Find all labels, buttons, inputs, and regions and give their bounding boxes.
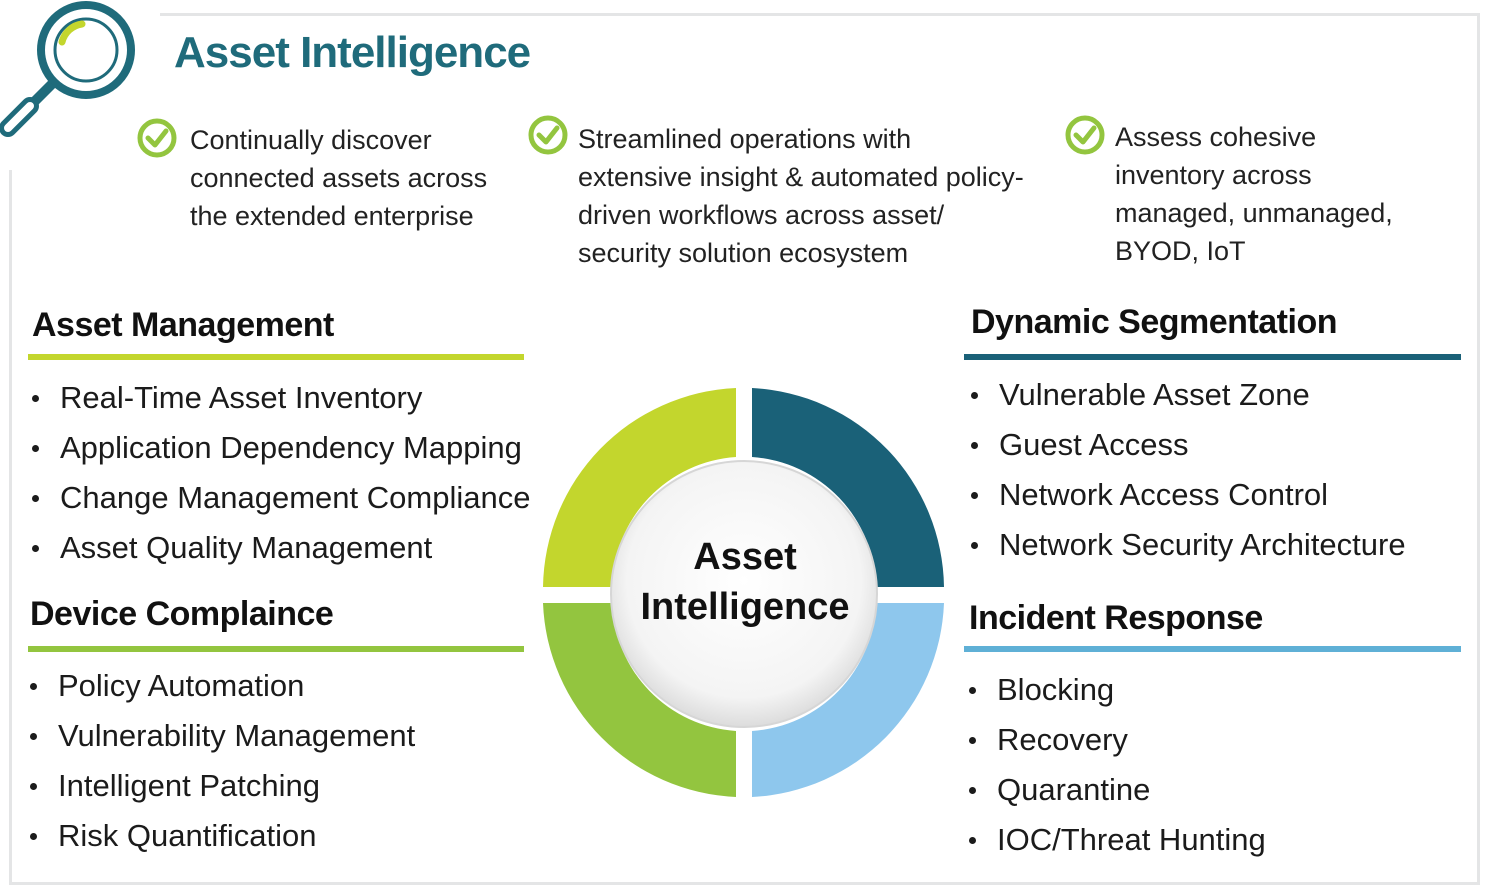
dynamic-segmentation-list: Vulnerable Asset Zone Guest Access Netwo… <box>967 370 1406 570</box>
page-title: Asset Intelligence <box>174 28 531 77</box>
highlight-streamlined: Streamlined operations with extensive in… <box>578 124 1024 268</box>
incident-response-rule <box>964 646 1461 652</box>
list-item: Intelligent Patching <box>26 761 415 811</box>
dynamic-segmentation-rule <box>964 354 1461 360</box>
check-circle-icon <box>527 114 569 156</box>
list-item: Vulnerability Management <box>26 711 415 761</box>
check-circle-icon <box>136 117 178 159</box>
device-compliance-list: Policy Automation Vulnerability Manageme… <box>26 661 415 861</box>
asset-management-rule <box>28 354 524 360</box>
device-compliance-heading: Device Complaince <box>30 595 334 633</box>
list-item: Change Management Compliance <box>28 473 530 523</box>
wheel-center-label: Asset Intelligence <box>640 536 850 628</box>
highlight-discover: Continually discover connected assets ac… <box>190 125 488 231</box>
wheel-segment-bottom-right <box>752 603 944 797</box>
list-item: IOC/Threat Hunting <box>965 815 1266 865</box>
wheel-segment-top-left <box>543 388 736 587</box>
asset-management-heading: Asset Management <box>32 306 334 344</box>
list-item: Guest Access <box>967 420 1406 470</box>
dynamic-segmentation-heading: Dynamic Segmentation <box>971 303 1337 341</box>
asset-intelligence-wheel <box>540 385 950 800</box>
list-item: Quarantine <box>965 765 1266 815</box>
list-item: Asset Quality Management <box>28 523 530 573</box>
list-item: Network Security Architecture <box>967 520 1406 570</box>
highlight-inventory: Assess cohesive inventory across managed… <box>1115 122 1393 266</box>
wheel-segment-bottom-left <box>543 603 736 797</box>
list-item: Recovery <box>965 715 1266 765</box>
list-item: Network Access Control <box>967 470 1406 520</box>
device-compliance-rule <box>28 646 524 652</box>
incident-response-list: Blocking Recovery Quarantine IOC/Threat … <box>965 665 1266 865</box>
wheel-segment-top-right <box>752 388 944 587</box>
check-circle-icon <box>1064 114 1106 156</box>
magnifier-icon <box>0 0 160 170</box>
list-item: Vulnerable Asset Zone <box>967 370 1406 420</box>
list-item: Blocking <box>965 665 1266 715</box>
asset-management-list: Real-Time Asset Inventory Application De… <box>28 373 530 573</box>
list-item: Application Dependency Mapping <box>28 423 530 473</box>
list-item: Policy Automation <box>26 661 415 711</box>
diagram-frame <box>9 13 1480 885</box>
incident-response-heading: Incident Response <box>969 599 1263 637</box>
list-item: Risk Quantification <box>26 811 415 861</box>
wheel-hub <box>610 460 878 728</box>
list-item: Real-Time Asset Inventory <box>28 373 530 423</box>
